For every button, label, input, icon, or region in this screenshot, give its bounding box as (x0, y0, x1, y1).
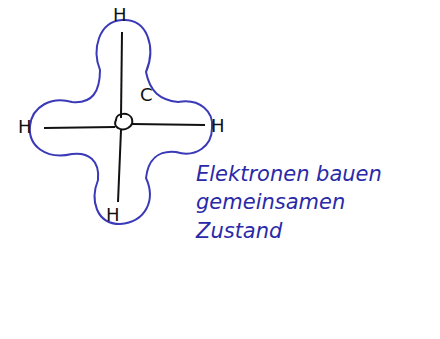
bond-line (44, 127, 115, 128)
bond-line (118, 130, 121, 202)
atom-label: H (106, 206, 120, 224)
bond-line (121, 32, 122, 118)
atom-label: H (18, 118, 32, 136)
handwritten-note: Elektronen bauen gemeinsamen Zustand (196, 160, 411, 245)
electron-cloud (30, 20, 212, 224)
atom-label: H (113, 6, 127, 24)
bond-line (132, 124, 205, 125)
atom-label: H (211, 117, 225, 135)
atom-label: C (140, 86, 153, 104)
carbon-nucleus (115, 114, 132, 130)
